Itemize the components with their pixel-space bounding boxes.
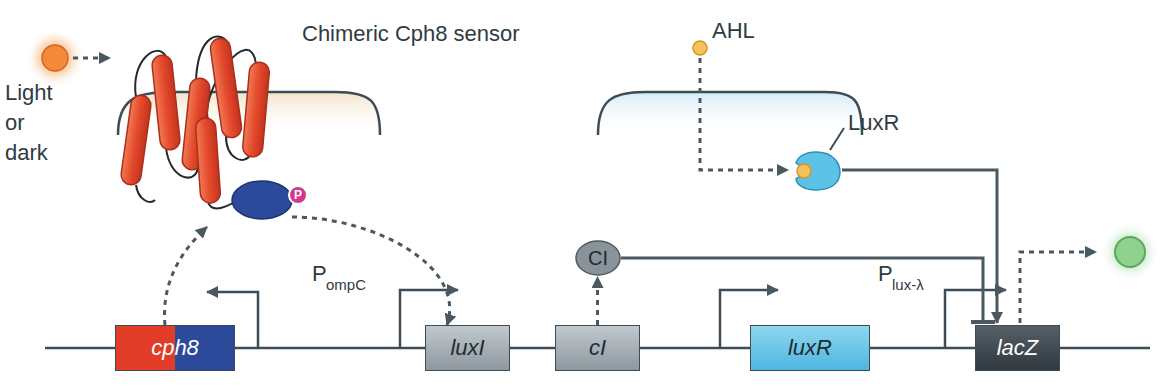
sensor-helices [120,37,270,203]
activation-arrow [596,277,599,325]
luxr-protein-shape [790,148,842,192]
drawing-part [242,61,270,157]
luxr-protein: LuxR [790,148,842,192]
drawing-part [151,54,181,151]
activation-arrow [842,170,997,323]
kinase-domain [232,181,292,219]
cell-fill [598,92,862,135]
promoter-subscript: ompC [326,276,366,294]
cell-outline [598,92,862,135]
leader-line [830,128,844,150]
activation-arrow [165,227,207,325]
gene-box: cph8 [115,325,235,371]
gene-box: lacZ [975,325,1060,371]
drawing-part [136,185,155,202]
output-glow [1100,222,1160,282]
activation-arrow [292,217,450,325]
node-text: lacZ [997,335,1039,361]
node-text: AHL [712,16,755,46]
light-source: Light or dark [41,44,69,72]
output-signal [1115,237,1145,267]
phosphate-label: P [292,188,304,202]
node-text: LuxR [848,108,899,138]
ci-protein: CI [575,240,621,276]
node-text: Chimeric Cph8 sensor [302,19,520,49]
promoter-subscript: lux-λ [892,276,924,294]
activation-arrow [700,58,788,170]
node-text: CI [588,247,608,269]
light-source-shape [41,44,69,72]
gene-box: luxR [750,325,870,371]
activation-arrow [73,57,110,60]
promoter-name: P [312,262,327,286]
node-text: luxI [450,335,484,361]
node-text: cph8 [151,335,199,361]
phosphate-dot [289,186,307,204]
gene-box: cI [555,325,640,371]
promoter-name: P [878,262,893,286]
output-arrow [1020,252,1096,323]
sensor-loops [135,36,256,208]
ahl-molecule-shape [692,40,708,56]
drawing-part [195,117,221,203]
gene-box: luxI [425,325,510,371]
node-text: luxR [788,335,832,361]
ahl-molecule: AHL [692,40,708,56]
node-text: cI [589,335,606,361]
cph8-sensor: Chimeric Cph8 sensor [112,15,292,227]
drawing-part [120,94,152,186]
node-text: Light or dark [5,78,67,168]
repression-line [621,258,983,322]
